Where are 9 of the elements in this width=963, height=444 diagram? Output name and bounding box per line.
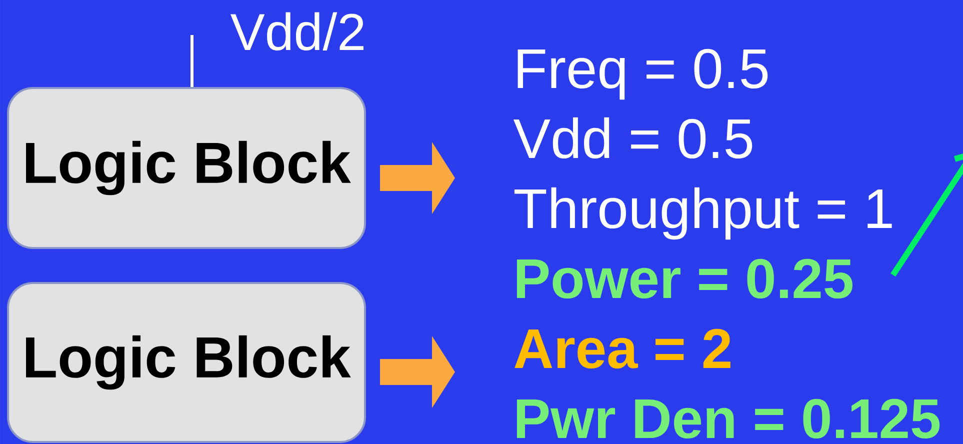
- result-text: Vdd = 0.5: [513, 117, 752, 159]
- supply-label: Vdd/2: [230, 12, 364, 50]
- result-text: Pwr Den = 0.125: [516, 398, 940, 439]
- logic-block-box: Logic Block: [7, 87, 366, 249]
- logic-block-box: Logic Block: [7, 282, 366, 443]
- result-text: Freq = 0.5: [518, 48, 768, 100]
- result-text: Throughput = 1: [514, 187, 892, 240]
- result-text: Area = 2: [514, 328, 730, 369]
- result-text: Power = 0.25: [516, 258, 852, 299]
